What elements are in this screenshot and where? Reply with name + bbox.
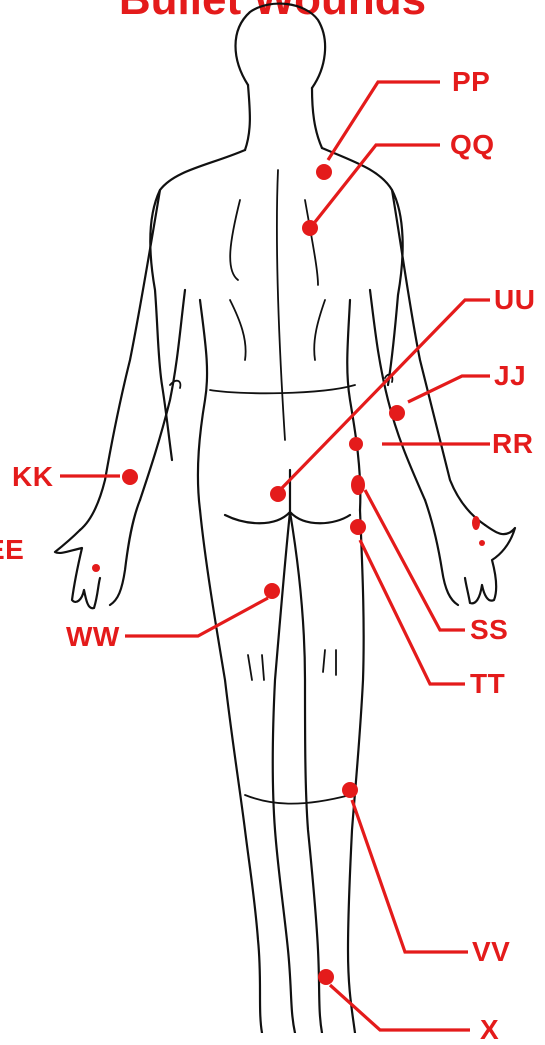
wound-kk: [122, 469, 138, 485]
right-hand: [425, 500, 515, 605]
wound-ee: [92, 564, 100, 572]
right-calf-detail: [323, 650, 336, 675]
leader-vv: [352, 800, 468, 952]
wound-hand-right: [472, 516, 480, 530]
leader-qq: [315, 145, 440, 222]
waist-left: [198, 300, 207, 510]
buttocks-line: [225, 470, 350, 523]
label-vv: VV: [472, 938, 510, 966]
label-qq: QQ: [450, 131, 495, 159]
label-kk: KK: [12, 463, 53, 491]
right-arm-outer: [392, 190, 485, 525]
label-jj: JJ: [494, 362, 526, 390]
wound-rr: [349, 437, 363, 451]
left-shoulder-blade: [230, 200, 246, 360]
leader-pp: [328, 82, 440, 160]
label-x: X: [480, 1016, 499, 1044]
head-outline: [236, 4, 326, 88]
wound-qq: [302, 220, 318, 236]
leader-tt: [360, 540, 465, 684]
leader-uu: [280, 300, 490, 490]
label-ee: EE: [0, 536, 24, 564]
wound-pp: [316, 164, 332, 180]
leader-ww: [125, 598, 268, 636]
label-uu: UU: [494, 286, 535, 314]
right-leg: [290, 510, 364, 1033]
leader-jj: [408, 376, 490, 402]
wound-tt: [350, 519, 366, 535]
knee-crease: [245, 795, 350, 804]
torso-right-outline: [322, 148, 403, 385]
label-tt: TT: [470, 670, 505, 698]
label-rr: RR: [492, 430, 533, 458]
wound-ww: [264, 583, 280, 599]
label-pp: PP: [452, 68, 490, 96]
wound-uu: [270, 486, 286, 502]
wound-vv: [342, 782, 358, 798]
right-arm-inner: [370, 290, 425, 500]
left-leg: [200, 510, 295, 1033]
wound-hand-right-small: [479, 540, 485, 546]
torso-left-outline: [150, 150, 245, 460]
label-ss: SS: [470, 616, 508, 644]
label-ww: WW: [66, 623, 120, 651]
spine-line: [277, 170, 285, 440]
left-hand: [55, 500, 140, 608]
neck-outline: [245, 85, 322, 150]
wound-ss: [351, 475, 365, 495]
leader-ss: [365, 490, 465, 630]
wound-x: [318, 969, 334, 985]
wound-jj: [389, 405, 405, 421]
left-calf-detail: [248, 655, 264, 680]
